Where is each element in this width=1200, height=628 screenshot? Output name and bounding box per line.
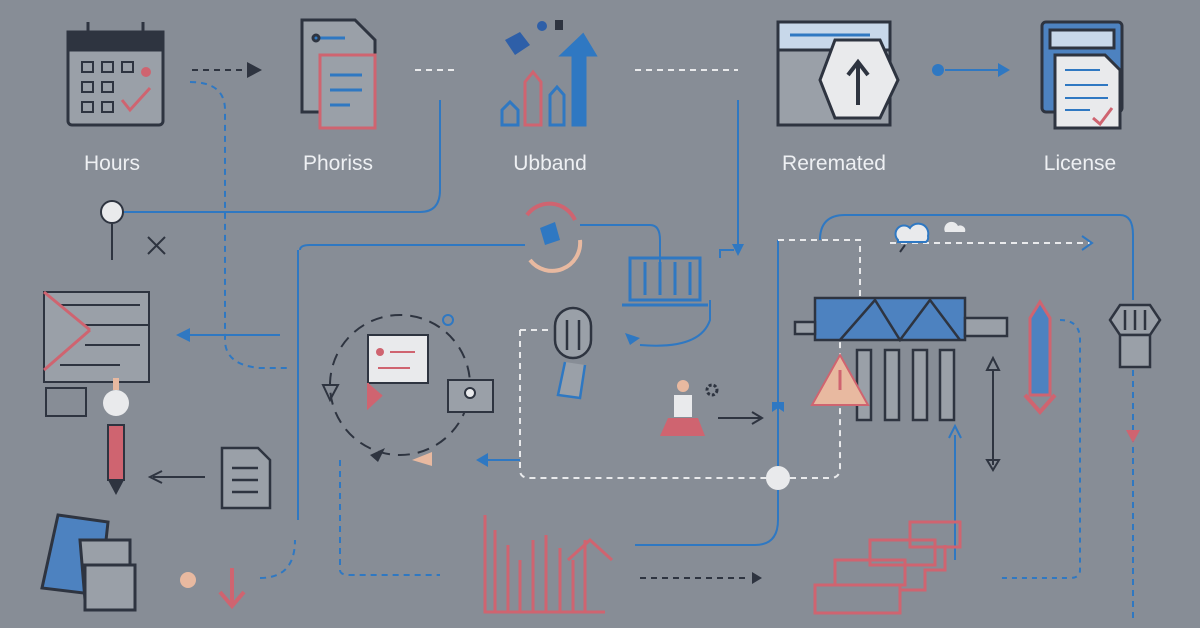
arrow-icon — [985, 355, 1001, 472]
cloud-icon — [894, 222, 930, 243]
calendar-icon — [66, 22, 165, 127]
window-upload-icon — [776, 20, 900, 127]
arrow-icon — [476, 453, 488, 467]
connector-line — [719, 249, 734, 258]
chat-bubble-icon — [367, 334, 429, 411]
microphone-icon — [553, 306, 593, 400]
person-icon — [660, 380, 705, 436]
connector-line — [635, 240, 779, 546]
connector-line — [899, 244, 906, 253]
step-label-phoriss: Phoriss — [302, 152, 374, 175]
stair-blocks — [813, 520, 962, 615]
arrow-icon — [247, 62, 262, 78]
close-icon — [147, 236, 166, 255]
puzzle-icon — [40, 513, 137, 612]
connector-line — [639, 300, 711, 347]
connector-line — [1000, 319, 1081, 579]
arrow-icon — [1081, 235, 1094, 251]
connector-line — [819, 214, 1134, 300]
bar-chart-icon — [622, 256, 708, 307]
node-circle — [766, 466, 790, 490]
bookmark-icon — [772, 402, 784, 412]
cloud-icon — [944, 221, 966, 232]
bar-chart-icon — [483, 515, 614, 614]
arrow-icon — [948, 423, 962, 439]
gear-icon — [705, 383, 719, 397]
connector-line — [189, 81, 290, 369]
triangle-marker — [321, 384, 340, 403]
step-label-ubband: Ubband — [513, 152, 587, 175]
pin-icon — [103, 378, 129, 495]
arrow-icon — [752, 572, 762, 584]
arrow-icon — [732, 244, 744, 256]
refresh-icon — [525, 201, 583, 273]
arrow-icon — [998, 63, 1010, 77]
arrow-icon — [751, 411, 764, 425]
form-icon — [43, 290, 150, 417]
arrow-icon — [1126, 430, 1140, 443]
arrow-icon — [625, 333, 640, 345]
node-dot — [932, 64, 944, 76]
arrow-icon — [176, 328, 190, 342]
step-label-hours: Hours — [83, 152, 141, 175]
bar-chart-up-icon — [500, 20, 598, 127]
triangle-marker — [412, 452, 432, 466]
document-icon — [220, 446, 272, 510]
connector-line — [299, 224, 661, 265]
connector-line — [339, 460, 440, 576]
pencil-icon — [1023, 299, 1057, 416]
connector-line — [519, 320, 841, 479]
connector-line — [259, 539, 296, 579]
step-label-reremated: Reremated — [782, 152, 886, 175]
step-label-license: License — [1043, 152, 1117, 175]
license-document-icon — [1040, 20, 1124, 130]
down-arrow-icon — [218, 568, 246, 610]
node-dot — [442, 314, 454, 326]
basket-icon — [1108, 303, 1162, 369]
profile-card-icon — [447, 379, 494, 413]
arrow-icon — [147, 470, 163, 484]
node-circle — [100, 200, 124, 224]
triangle-marker — [370, 448, 385, 462]
document-icon — [300, 18, 377, 130]
connector-line — [122, 100, 441, 213]
node-dot — [180, 572, 196, 588]
connector-line — [778, 239, 861, 300]
